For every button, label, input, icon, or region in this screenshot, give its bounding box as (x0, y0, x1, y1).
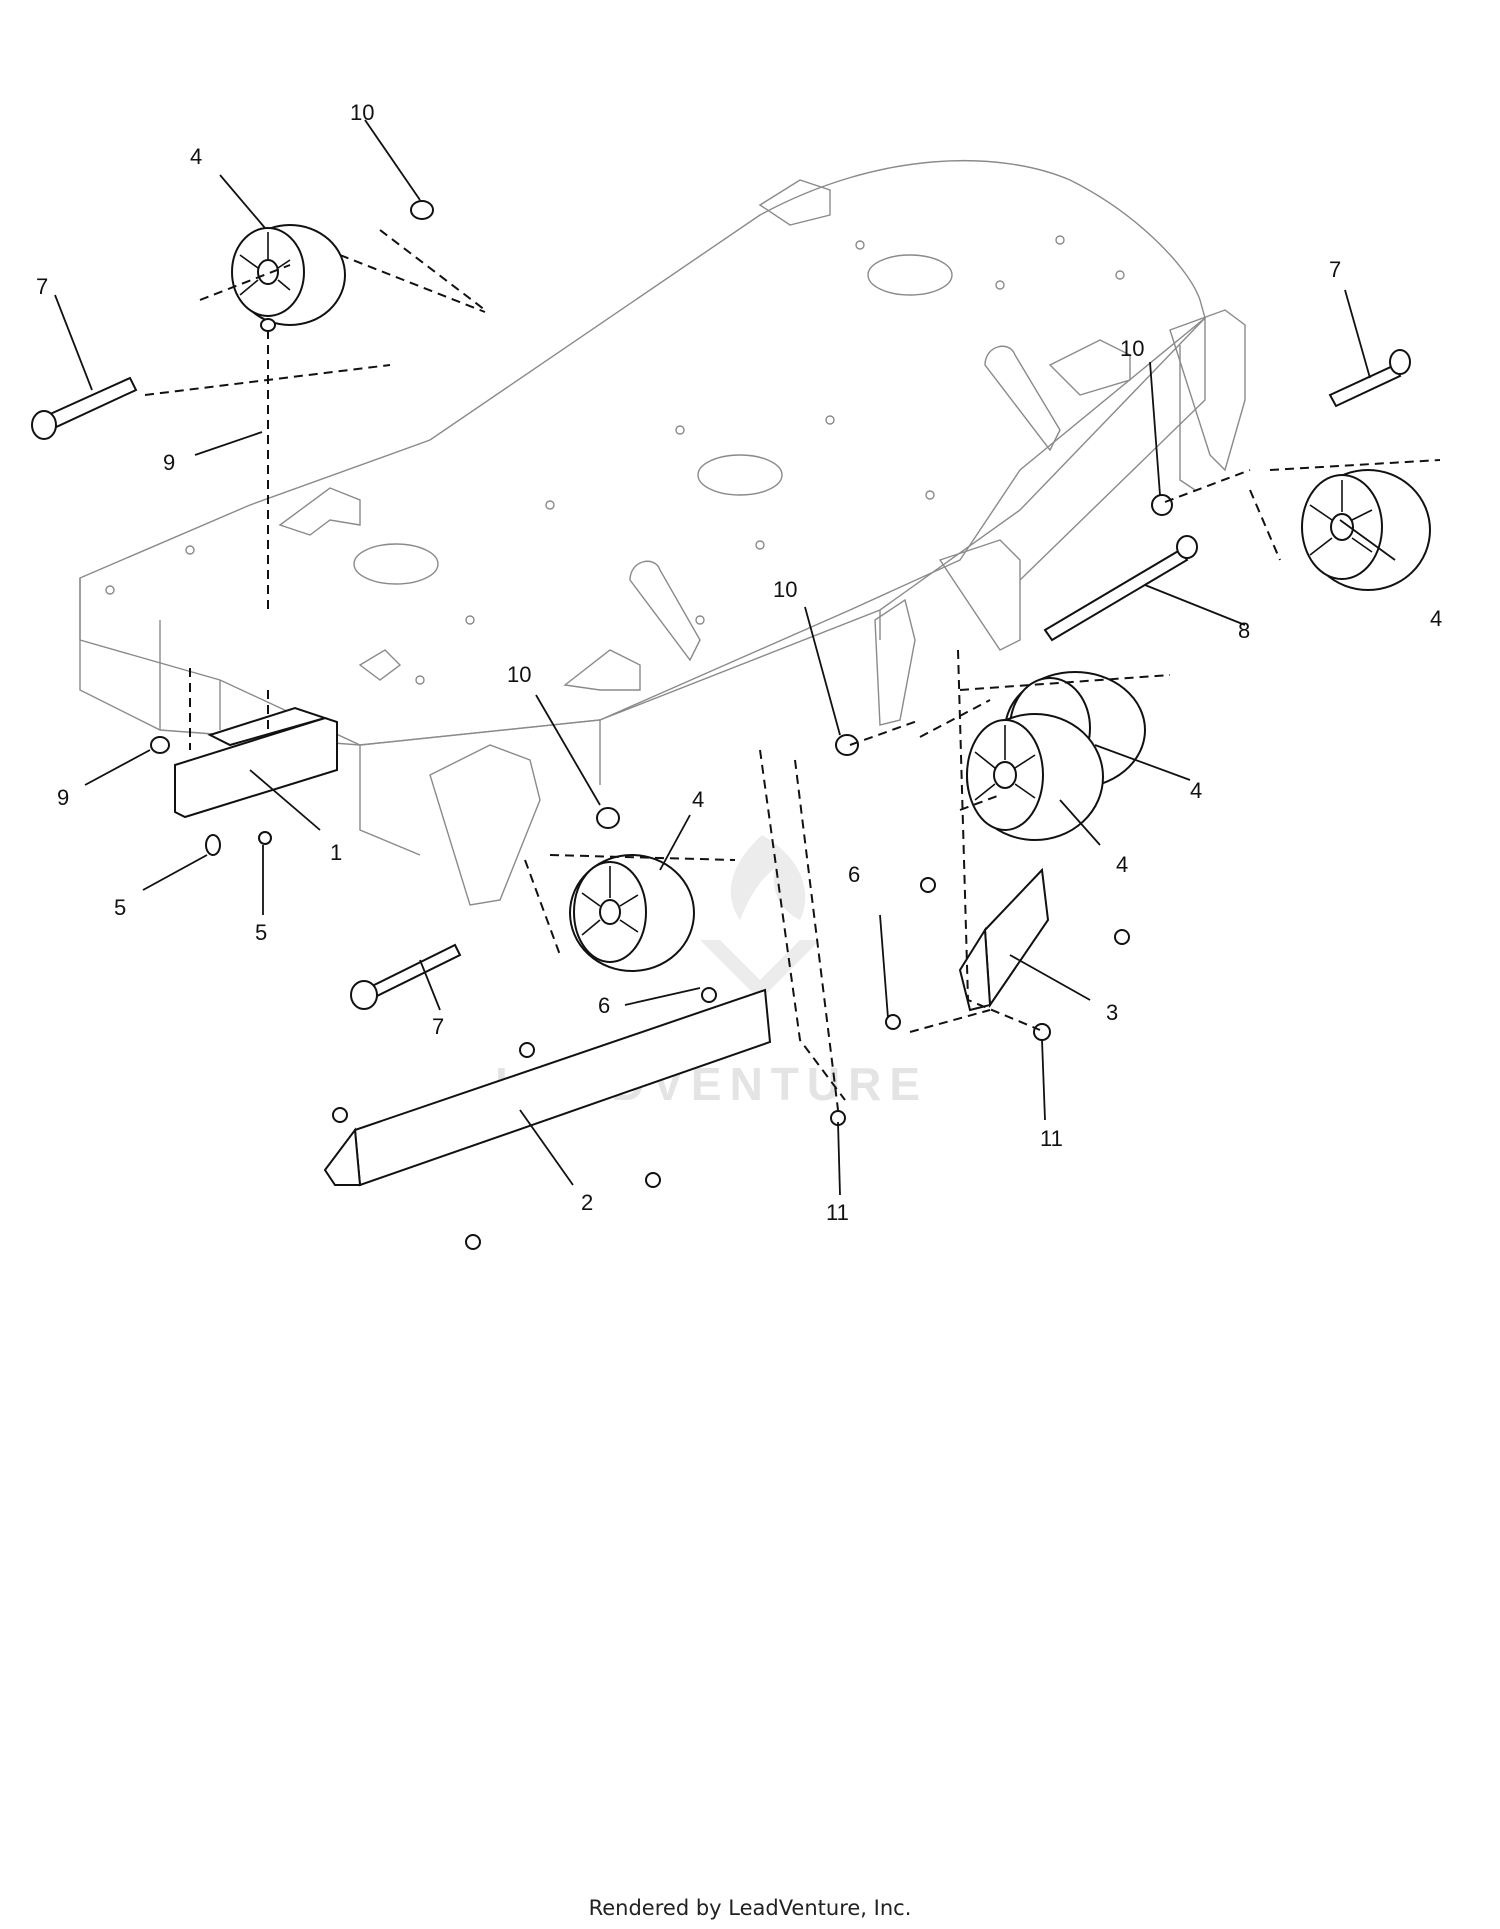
baffle-plate-1 (174, 706, 338, 819)
callout-8: 8 (1238, 618, 1250, 643)
callout-7: 7 (36, 274, 48, 299)
baffle-plate-3 (958, 867, 1050, 1012)
callout-4: 4 (692, 787, 704, 812)
mower-deck (79, 159, 1246, 906)
callout-4: 4 (190, 144, 202, 169)
roller-wheel-top-left (231, 224, 346, 326)
footer-credit: Rendered by LeadVenture, Inc. (588, 1896, 912, 1920)
callout-5: 5 (114, 895, 126, 920)
baffle-plate-2 (323, 988, 772, 1187)
callout-9: 9 (57, 785, 69, 810)
axle-bolt-long (1043, 535, 1198, 642)
axle-bolt-bottom (350, 943, 462, 1010)
leader-lines (54, 119, 1396, 1196)
hardware (150, 200, 1173, 1250)
callout-10: 10 (350, 100, 374, 125)
callout-3: 3 (1106, 1000, 1118, 1025)
callout-11: 11 (1040, 1126, 1063, 1151)
callout-4: 4 (1190, 778, 1202, 803)
callout-1: 1 (330, 840, 342, 865)
callout-9: 9 (163, 450, 175, 475)
callout-7: 7 (432, 1014, 444, 1039)
callout-4: 4 (1430, 606, 1442, 631)
callout-5: 5 (255, 920, 267, 945)
roller-wheel-rear-right-front (966, 713, 1104, 841)
callout-10: 10 (1120, 336, 1144, 361)
roller-wheel-center (569, 854, 695, 972)
callout-2: 2 (581, 1190, 593, 1215)
deck-holes (105, 235, 1125, 685)
axle-bolt-right (1328, 349, 1411, 408)
callout-6: 6 (848, 862, 860, 887)
axle-bolt-left (31, 376, 138, 440)
assembly-lines (144, 229, 1441, 1111)
callout-10: 10 (507, 662, 531, 687)
callout-10: 10 (773, 577, 797, 602)
callout-11: 11 (826, 1200, 849, 1225)
callout-6: 6 (598, 993, 610, 1018)
roller-wheel-right (1301, 469, 1431, 591)
callouts: 10 4 7 7 10 4 8 9 9 10 10 4 4 4 1 5 5 7 … (36, 100, 1442, 1225)
callout-7: 7 (1329, 257, 1341, 282)
callout-4: 4 (1116, 852, 1128, 877)
